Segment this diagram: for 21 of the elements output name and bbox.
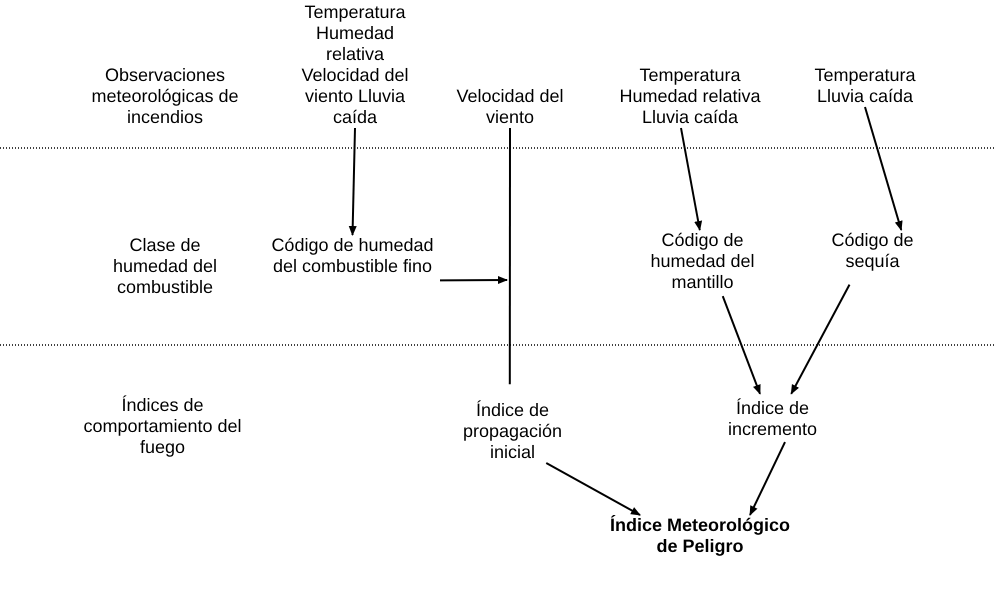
node-label: Índice de propagación inicial: [462, 400, 564, 463]
node-label: Código de sequía: [830, 230, 915, 272]
arrow: [722, 296, 761, 395]
row-label: Observaciones meteorológicas de incendios: [90, 65, 240, 128]
arrow: [864, 106, 903, 231]
node-label: Código de humedad del mantillo: [649, 230, 756, 293]
node-label: Índice Meteorológico de Peligro: [608, 515, 792, 557]
row-label: Índices de comportamiento del fuego: [82, 395, 243, 458]
arrow: [546, 462, 641, 516]
node-label: Temperatura Humedad relativa Velocidad del viento Lluvia caída: [300, 2, 410, 128]
node-label: Código de humedad del combustible fino: [270, 235, 435, 277]
node-label: Índice de incremento: [726, 398, 818, 440]
arrow: [680, 128, 702, 231]
row-label: Clase de humedad del combustible: [112, 235, 218, 298]
node-label: Temperatura Humedad relativa Lluvia caída: [618, 65, 762, 128]
arrow: [348, 128, 357, 236]
arrow: [790, 284, 850, 395]
node-label: Velocidad del viento: [455, 86, 565, 128]
node-label: Temperatura Lluvia caída: [813, 65, 917, 107]
arrow: [749, 442, 786, 516]
arrow: [440, 276, 508, 284]
